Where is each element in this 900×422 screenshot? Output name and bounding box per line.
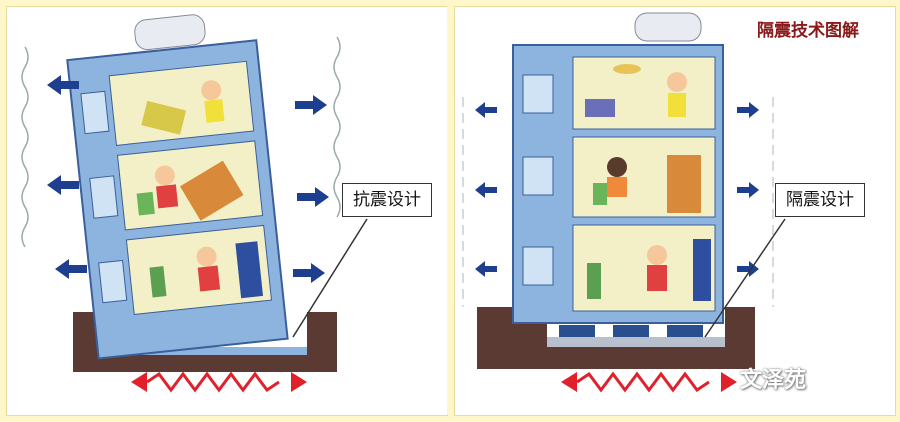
- seismic-resistant-illustration: [21, 14, 368, 393]
- ground-motion-arrow-left: [131, 371, 307, 393]
- callout-pointer-left: [292, 218, 368, 338]
- upright-building: [512, 12, 724, 324]
- isolator-bearings: [559, 325, 703, 337]
- base-isolation-illustration: [462, 12, 786, 393]
- ground-motion-arrow-right: [561, 371, 737, 393]
- right-panel-base-isolation: [454, 6, 896, 416]
- callout-seismic-resistant: 抗震设计: [342, 183, 432, 217]
- shake-line-left: [21, 46, 29, 248]
- diagram-title: 隔震技术图解: [757, 21, 859, 41]
- foundation: [73, 312, 337, 372]
- isolation-base-slab: [547, 337, 725, 347]
- callout-pointer-right: [704, 218, 786, 338]
- tilted-building: [66, 14, 289, 360]
- foundation-slab: [129, 347, 307, 355]
- shake-line-right: [333, 36, 341, 218]
- watermark: 文泽苑: [740, 368, 807, 393]
- motion-dashes: [462, 97, 774, 307]
- callout-base-isolation: 隔震设计: [775, 183, 865, 217]
- panel-divider: [447, 6, 453, 414]
- force-arrows-left: [47, 75, 329, 283]
